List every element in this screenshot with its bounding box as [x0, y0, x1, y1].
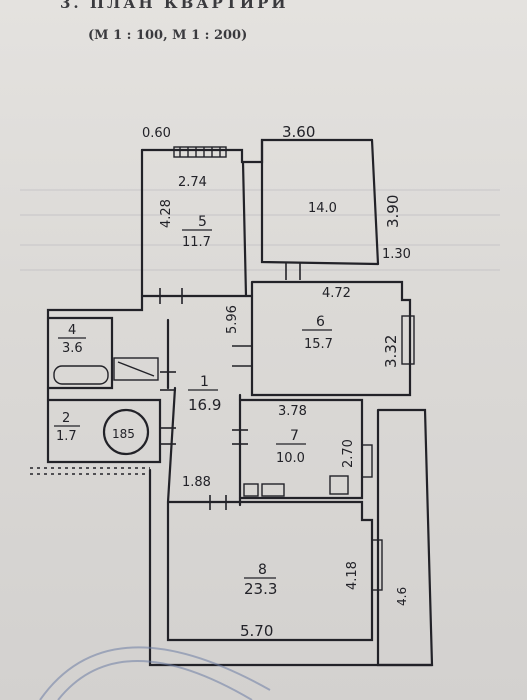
dim-hall-width: 1.88 — [182, 475, 211, 490]
dim-top-left: 0.60 — [142, 126, 171, 141]
dim-room5-depth: 4.28 — [159, 199, 174, 228]
sink — [261, 483, 285, 497]
wall-bottom — [148, 638, 434, 667]
ventilation-column — [102, 408, 150, 456]
room-5-area: 11.7 — [182, 235, 211, 250]
wall-room3-bottom — [260, 138, 380, 266]
dim-room8-width: 5.70 — [240, 622, 273, 640]
wall-hall-left — [166, 386, 177, 504]
wall-room5-left — [46, 148, 144, 402]
room-7-number: 7 — [290, 428, 299, 444]
dim-top-right: 3.60 — [282, 123, 315, 141]
wall-room3-right — [370, 138, 380, 266]
room-6-number: 6 — [316, 314, 325, 330]
background-form-lines — [20, 189, 500, 271]
dim-right-upper: 3.90 — [384, 195, 402, 228]
room-4-number: 4 — [68, 323, 76, 338]
wall-top-left — [140, 138, 374, 164]
door-ticks — [159, 262, 301, 510]
wall-room8 — [166, 500, 374, 642]
wall-room6 — [250, 280, 412, 397]
wc-block — [113, 357, 159, 381]
room-2-number: 2 — [62, 411, 70, 426]
room-8-area: 23.3 — [244, 580, 277, 598]
dim-room8-depth: 4.18 — [345, 561, 360, 590]
room-labels: 14.0 5 11.7 6 15.7 4 3.6 1 16.9 2 1.7 18… — [54, 201, 337, 598]
window-room5 — [173, 146, 227, 158]
dim-right-step: 1.30 — [382, 247, 411, 262]
fixtures — [30, 357, 349, 497]
room-1-number: 1 — [200, 374, 209, 390]
room-1-area: 16.9 — [188, 396, 221, 414]
dim-room5-width: 2.74 — [178, 175, 207, 190]
wall-room2 — [46, 398, 162, 464]
dim-room7-depth: 2.70 — [341, 439, 356, 468]
plan-title: 3. ПЛАН КВАРТИРИ — [60, 0, 289, 12]
column-label: 185 — [112, 427, 135, 441]
window-room7 — [361, 444, 373, 478]
official-stamp — [39, 646, 271, 700]
bathtub — [53, 365, 109, 385]
room-4-area: 3.6 — [62, 341, 83, 356]
room-8-number: 8 — [258, 562, 267, 578]
kitchen-cabinet — [329, 475, 349, 495]
walls — [46, 138, 434, 667]
room-5-number: 5 — [198, 214, 207, 230]
room-6-area: 15.7 — [304, 337, 333, 352]
wall-balcony — [376, 408, 434, 667]
windows — [173, 146, 415, 591]
wall-room5-right — [241, 160, 248, 298]
dim-hall-depth: 5.96 — [225, 305, 240, 334]
window-room8 — [371, 539, 383, 591]
dim-room7-width: 3.78 — [278, 404, 307, 419]
dimension-labels: 0.60 3.60 3.90 1.30 2.74 4.28 4.72 3.32 … — [142, 123, 411, 640]
wall-room4 — [46, 316, 114, 390]
plan-scale: (М 1 : 100, М 1 : 200) — [88, 28, 248, 43]
room-2-area: 1.7 — [56, 429, 77, 444]
room-3-label: 14.0 — [308, 201, 337, 216]
window-room6 — [401, 315, 415, 365]
stove — [243, 483, 259, 497]
dim-room6-width: 4.72 — [322, 286, 351, 301]
dim-balcony-length: 4.6 — [395, 587, 409, 606]
room-7-area: 10.0 — [276, 451, 305, 466]
dim-room6-depth: 3.32 — [382, 335, 400, 368]
